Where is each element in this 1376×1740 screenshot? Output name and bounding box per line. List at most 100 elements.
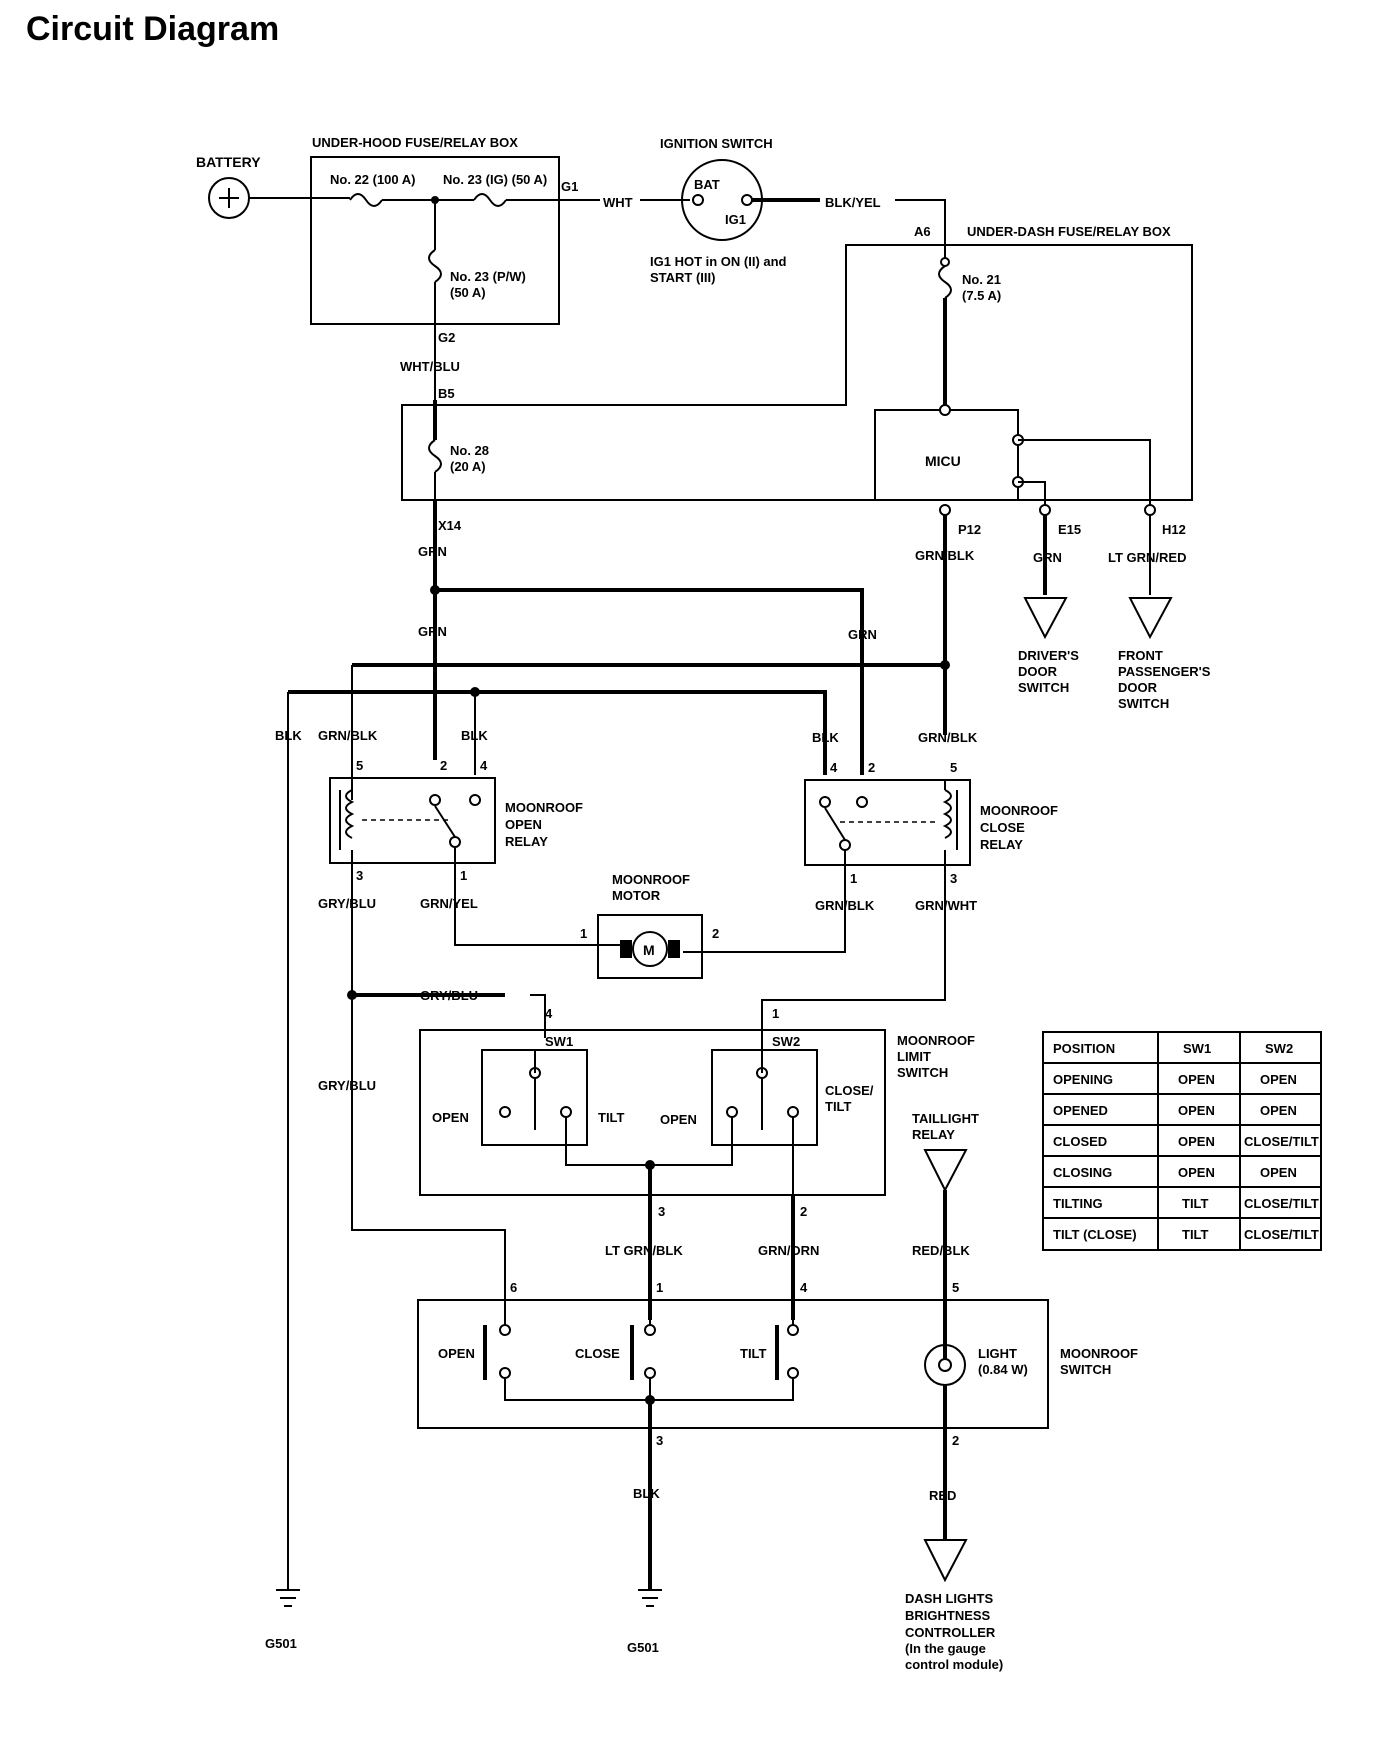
switch-pin6: 6 [510,1280,517,1295]
wht-blu-label: WHT/BLU [400,359,460,374]
wht-wire-label: WHT [603,195,633,210]
fuse23pw-icon [428,249,442,283]
dash-lights-controller: DASH LIGHTS BRIGHTNESS CONTROLLER (In th… [905,1539,1003,1672]
grn-blk-open-label: GRN/BLK [318,728,378,743]
moonroof-switch-line1: MOONROOF [1060,1346,1138,1361]
open-relay-pin4: 4 [480,758,488,773]
p12-label: P12 [958,522,981,537]
fuse23ig-icon [473,193,507,207]
motor-icon [632,931,668,967]
ig1-note-b: START (III) [650,270,715,285]
lt-grn-blk-label: LT GRN/BLK [605,1243,683,1258]
table-cell: TILT [1182,1196,1209,1211]
table-cell: CLOSING [1053,1165,1112,1180]
table-cell: TILT (CLOSE) [1053,1227,1137,1242]
close-relay-pin1: 1 [850,871,857,886]
sw1-label: SW1 [545,1034,573,1049]
switch-pin5: 5 [952,1280,959,1295]
gry-blu-open-label: GRY/BLU [318,896,376,911]
ig1-note-a: IG1 HOT in ON (II) and [650,254,787,269]
grn-blk-motor-label: GRN/BLK [815,898,875,913]
close-relay-pin5: 5 [950,760,957,775]
grn-orn-label: GRN/ORN [758,1243,819,1258]
limit-pin2: 2 [800,1204,807,1219]
dash-lights-arrow-icon [923,1539,968,1583]
motor-pin2: 2 [712,926,719,941]
table-cell: CLOSE/TILT [1244,1134,1319,1149]
battery-label: BATTERY [196,154,261,170]
fuse21-icon [938,265,952,299]
grn-blk-p12-label: GRN/BLK [915,548,975,563]
table-cell: OPEN [1178,1072,1215,1087]
h12-label: H12 [1162,522,1186,537]
grn-wht-label: GRN/WHT [915,898,977,913]
moonroof-switch-line2: SWITCH [1060,1362,1111,1377]
taillight-relay: TAILLIGHT RELAY [912,1111,979,1193]
gry-blu-left-label: GRY/BLU [318,1078,376,1093]
drivers-door-arrow-icon [1023,597,1068,640]
ground-mid: G501 [627,1589,662,1655]
front-passenger-door-switch: FRONT PASSENGER'S DOOR SWITCH [1118,597,1211,711]
dash-line5: control module) [905,1657,1003,1672]
table-header-position: POSITION [1053,1041,1115,1056]
open-relay-line3: RELAY [505,834,548,849]
driver-door-line1: DRIVER'S [1018,648,1079,663]
table-header-sw2: SW2 [1265,1041,1293,1056]
fuse21-label-a: No. 21 [962,272,1001,287]
underhood-box-label: UNDER-HOOD FUSE/RELAY BOX [312,135,518,150]
g501-left-label: G501 [265,1636,297,1651]
driver-door-line2: DOOR [1018,664,1058,679]
battery: BATTERY [196,154,261,219]
limit-switch-line2: LIMIT [897,1049,931,1064]
motor-line2: MOTOR [612,888,661,903]
switch-pin1: 1 [656,1280,663,1295]
fuse23pw-label-b: (50 A) [450,285,486,300]
bat-label: BAT [694,177,720,192]
table-cell: OPEN [1260,1165,1297,1180]
switch-open-label: OPEN [438,1346,475,1361]
dash-line4: (In the gauge [905,1641,986,1656]
fuse21-label-b: (7.5 A) [962,288,1001,303]
open-relay-coil-icon [345,789,355,839]
fuse28-label-b: (20 A) [450,459,486,474]
underdash-fuse-box: A6 UNDER-DASH FUSE/RELAY BOX No. 21 (7.5… [400,224,1193,537]
open-relay-pin1: 1 [460,868,467,883]
table-cell: OPEN [1260,1072,1297,1087]
open-relay-line1: MOONROOF [505,800,583,815]
x14-label: X14 [438,518,462,533]
table-cell: OPEN [1260,1103,1297,1118]
close-relay-pin2: 2 [868,760,875,775]
pass-door-line3: DOOR [1118,680,1158,695]
open-relay-pin2: 2 [440,758,447,773]
fuse22-icon [349,193,383,207]
table-cell: CLOSE/TILT [1244,1196,1319,1211]
table-cell: CLOSED [1053,1134,1107,1149]
position-table: POSITION SW1 SW2 OPENING OPEN OPEN OPENE… [1042,1031,1322,1251]
a6-label: A6 [914,224,931,239]
open-relay-line2: OPEN [505,817,542,832]
taillight-arrow-icon [923,1149,968,1193]
pass-door-line4: SWITCH [1118,696,1169,711]
switch-pin3: 3 [656,1433,663,1448]
ignition-switch-label: IGNITION SWITCH [660,136,773,151]
limit-switch-line3: SWITCH [897,1065,948,1080]
red-blk-label: RED/BLK [912,1243,970,1258]
sw2-open-label: OPEN [660,1112,697,1127]
sw1-tilt-label: TILT [598,1110,625,1125]
switch-close-label: CLOSE [575,1346,620,1361]
blk-yel-label: BLK/YEL [825,195,881,210]
grn-x14-label: GRN [418,544,447,559]
motor-m-label: M [643,942,655,958]
table-cell: CLOSE/TILT [1244,1227,1319,1242]
table-cell: OPEN [1178,1134,1215,1149]
sw2-close-tilt-line1: CLOSE/ [825,1083,874,1098]
moonroof-switch: 6 1 4 5 OPEN CLOSE TILT LIGHT (0.84 W) M… [417,1280,1138,1429]
table-cell: TILT [1182,1227,1209,1242]
sw1-open-label: OPEN [432,1110,469,1125]
open-relay-pin3: 3 [356,868,363,883]
limit-pin3: 3 [658,1204,665,1219]
fuse22-label: No. 22 (100 A) [330,172,416,187]
lt-grn-red-label: LT GRN/RED [1108,550,1186,565]
dash-line2: BRIGHTNESS [905,1608,991,1623]
